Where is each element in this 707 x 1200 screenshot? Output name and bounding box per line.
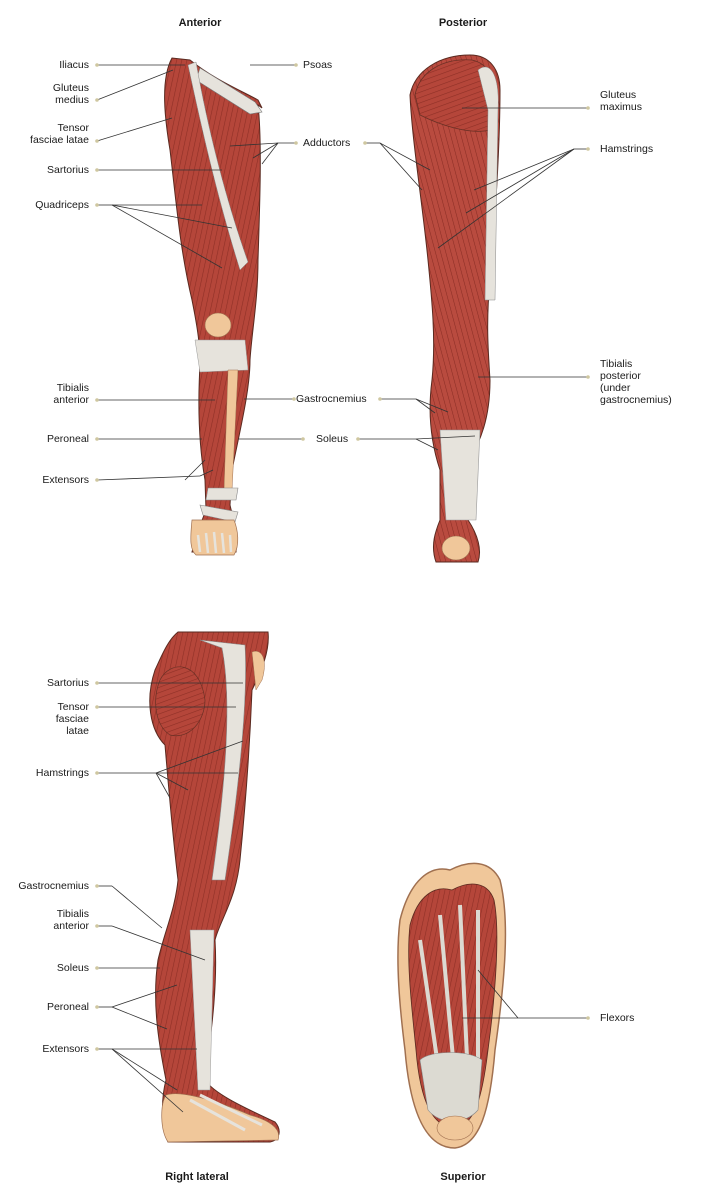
label-line: maximus (600, 101, 643, 113)
label-soleus: Soleus (316, 433, 349, 445)
label-flexors: Flexors (600, 1012, 635, 1024)
label-gastrocnemius-lateral: Gastrocnemius (18, 880, 89, 892)
label-line: (under (600, 382, 631, 394)
label-line: Tensor (57, 122, 89, 134)
leader-lines (96, 64, 588, 1113)
label-line: Tensor (57, 701, 89, 713)
label-dots (95, 63, 590, 1051)
label-extensors-lateral: Extensors (42, 1043, 89, 1055)
label-adductors: Adductors (303, 137, 351, 149)
label-line: latae (66, 725, 89, 737)
view-title-posterior: Posterior (438, 17, 488, 29)
label-gastrocnemius: Gastrocnemius (296, 393, 367, 405)
label-gluteus-medius: Gluteus medius (53, 82, 89, 106)
superior-foot (397, 862, 507, 1149)
label-line: Gluteus (600, 89, 637, 101)
label-tibialis-posterior: Tibialis posterior (under gastrocnemius) (600, 358, 672, 406)
label-line: Tibialis (600, 358, 633, 370)
label-peroneal-lateral: Peroneal (46, 1001, 89, 1013)
label-sartorius: Sartorius (46, 164, 89, 176)
anterior-leg (164, 57, 263, 556)
lateral-leg (149, 631, 280, 1143)
label-iliacus: Iliacus (59, 59, 89, 71)
label-line: Gluteus (52, 82, 89, 94)
label-line: posterior (600, 370, 641, 382)
label-hamstrings-posterior: Hamstrings (600, 143, 654, 155)
view-title-superior: Superior (440, 1171, 486, 1183)
label-line: medius (55, 94, 89, 106)
label-line: anterior (53, 394, 89, 406)
label-line: gastrocnemius) (600, 394, 672, 406)
label-gluteus-maximus: Gluteus maximus (600, 89, 642, 113)
label-line: anterior (53, 920, 89, 932)
view-title-lateral: Right lateral (165, 1171, 229, 1183)
label-tensor-fasciae-latae: Tensor fasciae latae (30, 122, 89, 146)
label-peroneal: Peroneal (46, 433, 89, 445)
label-line: Tibialis (56, 382, 89, 394)
posterior-leg (409, 54, 501, 563)
label-soleus-lateral: Soleus (56, 962, 89, 974)
label-line: fasciae latae (30, 134, 89, 146)
label-quadriceps: Quadriceps (35, 199, 89, 211)
label-tibialis-lateral: Tibialis anterior (53, 908, 89, 932)
label-hamstrings-lateral: Hamstrings (35, 767, 89, 779)
view-title-anterior: Anterior (178, 17, 222, 29)
label-line: fasciae (55, 713, 89, 725)
label-tensor-lateral: Tensor fasciae latae (56, 701, 89, 737)
label-sartorius-lateral: Sartorius (46, 677, 89, 689)
label-tibialis-anterior: Tibialis anterior (53, 382, 89, 406)
label-extensors: Extensors (42, 474, 89, 486)
label-psoas: Psoas (303, 59, 333, 71)
label-line: Tibialis (56, 908, 89, 920)
